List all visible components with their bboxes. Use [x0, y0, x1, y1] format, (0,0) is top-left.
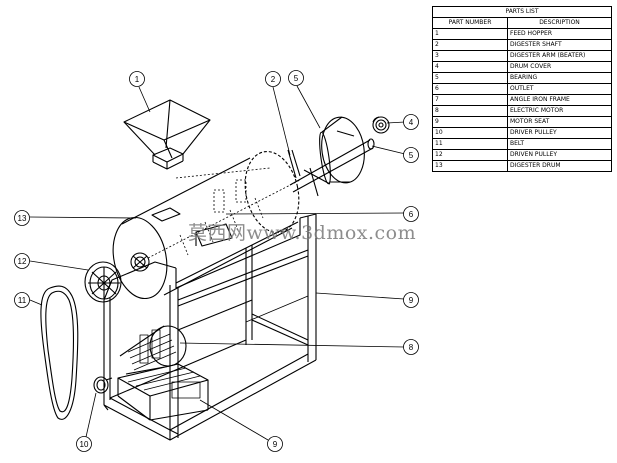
description-cell: DRIVEN PULLEY [507, 149, 612, 161]
svg-text:6: 6 [409, 210, 414, 219]
part-number-cell: 2 [432, 39, 508, 51]
callout-1: 1 [129, 71, 145, 87]
callout-5-top: 5 [288, 70, 304, 86]
description-cell: FEED HOPPER [507, 28, 612, 40]
part-number-cell: 13 [432, 160, 508, 172]
angle-iron-frame [103, 213, 317, 441]
callout-5-right: 5 [403, 147, 419, 163]
digester-shaft [287, 138, 375, 197]
motor-seat [117, 363, 209, 421]
outlet [195, 223, 233, 247]
svg-text:9: 9 [273, 440, 278, 449]
parts-list-title: PARTS LIST [432, 6, 612, 18]
part-number-cell: 1 [432, 28, 508, 40]
drum-cover [319, 116, 365, 185]
callout-4: 4 [403, 114, 419, 130]
svg-text:4: 4 [409, 118, 414, 127]
callout-9-right: 9 [403, 292, 419, 308]
feed-hopper [123, 99, 211, 170]
description-cell: BELT [507, 138, 612, 150]
svg-text:5: 5 [294, 74, 299, 83]
svg-text:5: 5 [409, 151, 414, 160]
description-cell: DRIVER PULLEY [507, 127, 612, 139]
svg-text:8: 8 [409, 343, 414, 352]
description-cell: OUTLET [507, 83, 612, 95]
electric-motor [119, 325, 187, 375]
callout-2: 2 [265, 71, 281, 87]
part-number-cell: 10 [432, 127, 508, 139]
svg-text:9: 9 [409, 296, 414, 305]
callout-9-bottom: 9 [267, 436, 283, 452]
belt [40, 285, 79, 420]
part-number-cell: 11 [432, 138, 508, 150]
callout-11: 11 [14, 292, 30, 308]
svg-text:2: 2 [271, 75, 276, 84]
description-cell: DIGESTER DRUM [507, 160, 612, 172]
column-header-description: DESCRIPTION [507, 17, 612, 29]
description-cell: MOTOR SEAT [507, 116, 612, 128]
callout-12: 12 [14, 253, 30, 269]
digester-drum [112, 150, 301, 300]
description-cell: ELECTRIC MOTOR [507, 105, 612, 117]
description-cell: BEARING [507, 72, 612, 84]
bearing [372, 116, 390, 134]
part-number-cell: 8 [432, 105, 508, 117]
callout-6: 6 [403, 206, 419, 222]
callout-10: 10 [76, 436, 92, 452]
leader-lines [29, 85, 406, 441]
description-cell: ANGLE IRON FRAME [507, 94, 612, 106]
part-number-cell: 5 [432, 72, 508, 84]
part-number-cell: 9 [432, 116, 508, 128]
svg-text:10: 10 [80, 440, 89, 449]
part-number-cell: 12 [432, 149, 508, 161]
driver-pulley [93, 376, 113, 394]
part-number-cell: 4 [432, 61, 508, 73]
column-header-part-number: PART NUMBER [432, 17, 508, 29]
svg-text:12: 12 [18, 257, 27, 266]
svg-text:11: 11 [18, 296, 27, 305]
description-cell: DIGESTER ARM (BEATER) [507, 50, 612, 62]
watermark-text: 莫西网www.3dmox.com [188, 222, 417, 244]
driven-pulley [84, 261, 122, 303]
description-cell: DRUM COVER [507, 61, 612, 73]
description-cell: DIGESTER SHAFT [507, 39, 612, 51]
callout-8: 8 [403, 339, 419, 355]
svg-text:13: 13 [18, 214, 27, 223]
part-number-cell: 7 [432, 94, 508, 106]
part-number-cell: 3 [432, 50, 508, 62]
svg-text:1: 1 [135, 75, 140, 84]
part-number-cell: 6 [432, 83, 508, 95]
callout-13: 13 [14, 210, 30, 226]
